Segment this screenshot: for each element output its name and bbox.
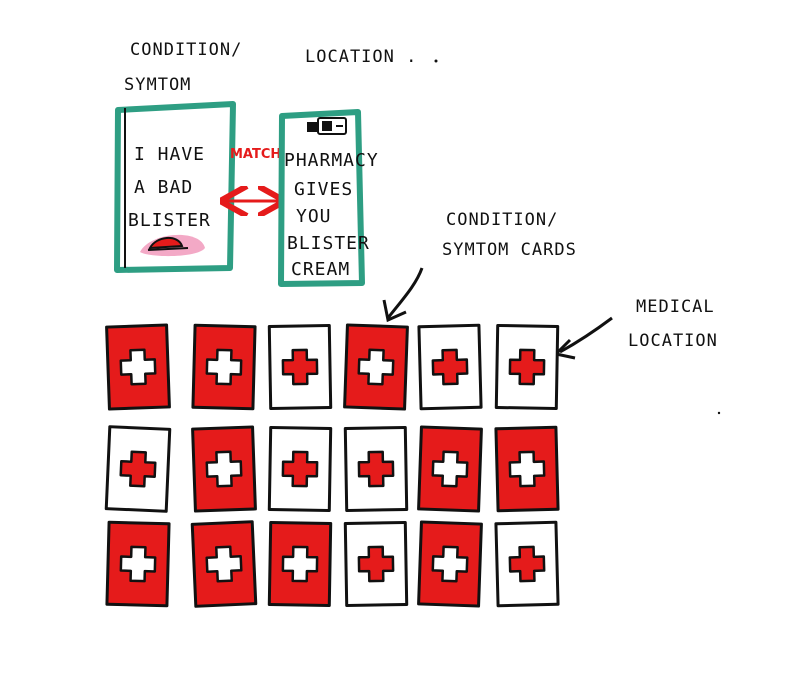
location-card-line-5: CREAM [291, 259, 350, 280]
location-card-line-2: GIVES [294, 179, 353, 200]
condition-card-line-1: I HAVE [134, 144, 205, 165]
condition-header-line1: CONDITION/ [130, 40, 242, 60]
medical-cross-icon [357, 545, 395, 583]
medical-card [104, 425, 172, 513]
medical-card [343, 323, 409, 411]
medical-card [105, 323, 171, 411]
medical-card [494, 425, 560, 513]
medical-location-annotation: MEDICAL LOCATION [552, 297, 718, 360]
medical-cross-icon [508, 348, 546, 386]
blister-icon [140, 234, 205, 257]
location-card-line-3: YOU [296, 206, 332, 227]
location-card-line-1: PHARMACY [284, 150, 379, 171]
medical-card [267, 520, 333, 608]
medical-cross-icon [431, 348, 469, 386]
medical-cross-icon [431, 450, 469, 488]
medical-card [343, 520, 409, 608]
medical-cross-icon [281, 450, 319, 488]
medical-cross-icon [431, 545, 469, 583]
medical-cross-icon [281, 545, 319, 583]
medical-location-arrow [559, 316, 613, 354]
medical-cross-icon [205, 450, 243, 488]
match-label: MATCH [230, 147, 281, 162]
medical-cross-icon [508, 450, 546, 488]
medical-cross-icon [119, 348, 157, 386]
medical-card [105, 520, 171, 608]
medical-card [267, 323, 333, 411]
medical-card [417, 425, 483, 513]
match-connector: MATCH [226, 147, 282, 201]
medical-cross-icon [205, 545, 243, 583]
medical-cross-icon [281, 348, 319, 386]
medical-card [417, 520, 483, 608]
medical-card [343, 425, 409, 513]
medical-card [191, 425, 257, 513]
condition-card-line-3: BLISTER [128, 210, 211, 231]
condition-card-frame [114, 101, 236, 273]
condition-symptom-header: CONDITION/ SYMTOM [124, 40, 242, 95]
medical-location-line2: LOCATION [628, 331, 718, 351]
condition-cards-arrowhead [382, 299, 407, 323]
medical-card [494, 520, 560, 608]
medical-card [190, 520, 258, 608]
medical-cross-icon [119, 545, 157, 583]
medical-card [191, 323, 257, 411]
location-card-frame [278, 109, 365, 287]
medical-cross-icon [357, 348, 395, 386]
medical-cross-icon [205, 348, 243, 386]
cream-tube-icon [307, 117, 347, 135]
pen-dot [434, 59, 438, 63]
condition-cards-arrow [386, 267, 424, 319]
medical-cross-icon [508, 545, 546, 583]
pen-dot [717, 411, 721, 415]
medical-cross-icon [119, 450, 157, 488]
location-header: LOCATION . [305, 47, 417, 67]
medical-card [267, 425, 333, 513]
condition-cards-annotation: CONDITION/ SYMTOM CARDS [382, 210, 577, 323]
location-card-line-4: BLISTER [287, 233, 370, 254]
medical-cross-icon [357, 450, 395, 488]
condition-header-line2: SYMTOM [124, 75, 191, 95]
condition-card-line-2: A BAD [134, 177, 193, 198]
condition-cards-line2: SYMTOM CARDS [442, 240, 577, 260]
card-grid [104, 323, 560, 608]
condition-card: I HAVE A BAD BLISTER [114, 101, 236, 273]
location-card: PHARMACY GIVES YOU BLISTER CREAM [278, 109, 379, 287]
medical-card [494, 323, 560, 411]
medical-location-line1: MEDICAL [636, 297, 715, 317]
condition-cards-line1: CONDITION/ [446, 210, 558, 230]
medical-card [417, 323, 483, 411]
